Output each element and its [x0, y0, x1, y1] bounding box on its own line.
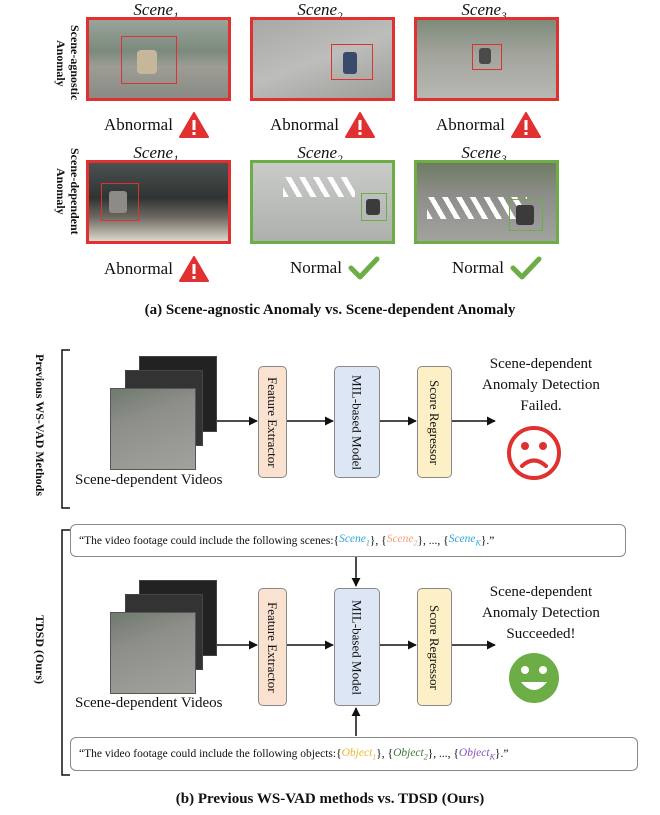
scene2-agnostic-image: [250, 17, 395, 101]
status-row1-3: Abnormal: [436, 112, 541, 138]
scene1-dependent-image: [86, 160, 231, 244]
videos-label-prev: Scene-dependent Videos: [75, 472, 223, 488]
scene-title-1: Scene1: [133, 0, 178, 22]
ours-label: TDSD (Ours): [33, 615, 47, 685]
objects-prompt: “The video footage could include the fol…: [70, 737, 638, 771]
scene3-dependent-image: [414, 160, 559, 244]
motorbike-figure: [109, 191, 127, 213]
sad-face-icon: [507, 426, 561, 480]
cyclist-figure: [343, 52, 357, 74]
scene2-dependent-image: [250, 160, 395, 244]
scene3-agnostic-image: [414, 17, 559, 101]
status-row2-1: Abnormal: [104, 256, 209, 282]
score-regressor-box: Score Regressor: [417, 366, 452, 478]
scene1-agnostic-image: [86, 17, 231, 101]
scene-title-2b: Scene2: [297, 143, 342, 165]
row1-label: Scene-agnostic Anomaly: [54, 25, 82, 101]
warning-icon: [178, 112, 209, 138]
scene-title-3b: Scene3: [461, 143, 506, 165]
anomaly-box: [331, 44, 373, 80]
result-failed: Scene-dependent Anomaly Detection Failed…: [482, 356, 600, 414]
anomaly-box: [101, 183, 139, 221]
bracket-ours: [61, 529, 70, 776]
cyclist-figure: [137, 50, 157, 74]
normal-box: [361, 193, 387, 221]
checkmark-icon: [510, 256, 542, 280]
score-regressor-box-2: Score Regressor: [417, 588, 452, 706]
mil-model-box-2: MIL-based Model: [334, 588, 380, 706]
status-row2-3: Normal: [452, 256, 542, 280]
scene-title-3: Scene3: [461, 0, 506, 22]
happy-face-icon: [509, 653, 559, 703]
bracket-prev: [61, 349, 70, 509]
videos-label-ours: Scene-dependent Videos: [75, 695, 223, 711]
scenes-prompt: “The video footage could include the fol…: [70, 524, 626, 557]
warning-icon: [344, 112, 375, 138]
status-row1-2: Abnormal: [270, 112, 375, 138]
scene-title-2: Scene2: [297, 0, 342, 22]
crosswalk-stripes: [283, 177, 355, 197]
video-frame: [110, 388, 196, 470]
status-row2-2: Normal: [290, 256, 380, 280]
anomaly-box: [472, 44, 502, 70]
motorbike-figure: [516, 205, 534, 225]
warning-icon: [178, 256, 209, 282]
motorbike-figure: [366, 199, 380, 215]
result-success: Scene-dependent Anomaly Detection Succee…: [482, 584, 600, 642]
checkmark-icon: [348, 256, 380, 280]
mil-model-box: MIL-based Model: [334, 366, 380, 478]
prev-methods-label: Previous WS-VAD Methods: [33, 353, 47, 496]
cyclist-figure: [479, 48, 491, 64]
crosswalk-stripes: [427, 197, 527, 219]
feature-extractor-box: Feature Extractor: [258, 366, 287, 478]
status-row1-1: Abnormal: [104, 112, 209, 138]
normal-box: [509, 199, 543, 231]
row2-label: Scene-dependent Anomaly: [54, 147, 82, 235]
feature-extractor-box-2: Feature Extractor: [258, 588, 287, 706]
caption-a: (a) Scene-agnostic Anomaly vs. Scene-dep…: [144, 302, 516, 318]
warning-icon: [510, 112, 541, 138]
video-frame: [110, 612, 196, 694]
anomaly-box: [121, 36, 177, 84]
caption-b: (b) Previous WS-VAD methods vs. TDSD (Ou…: [175, 791, 485, 807]
scene-title-1b: Scene1: [133, 143, 178, 165]
